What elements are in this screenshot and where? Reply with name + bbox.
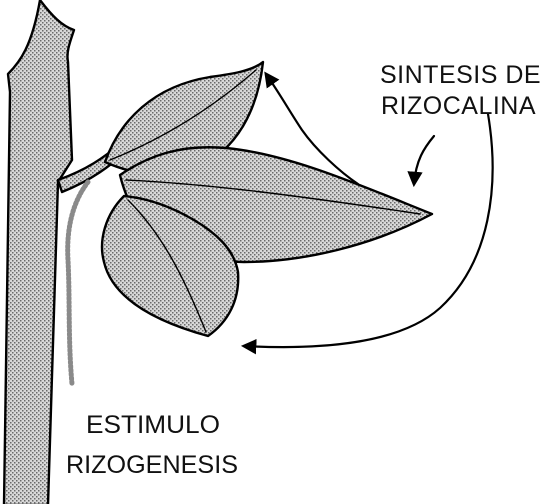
stimulus-label-line2: RIZOGENESIS <box>66 451 238 479</box>
arrow-to-middle-leaf <box>414 136 434 184</box>
synthesis-label-line2: RIZOCALINA <box>381 92 536 120</box>
plant-stem <box>4 0 74 504</box>
stimulus-label-line1: ESTIMULO <box>86 411 220 439</box>
stimulus-path <box>68 182 88 384</box>
synthesis-label-line1: SINTESIS DE <box>380 61 541 89</box>
